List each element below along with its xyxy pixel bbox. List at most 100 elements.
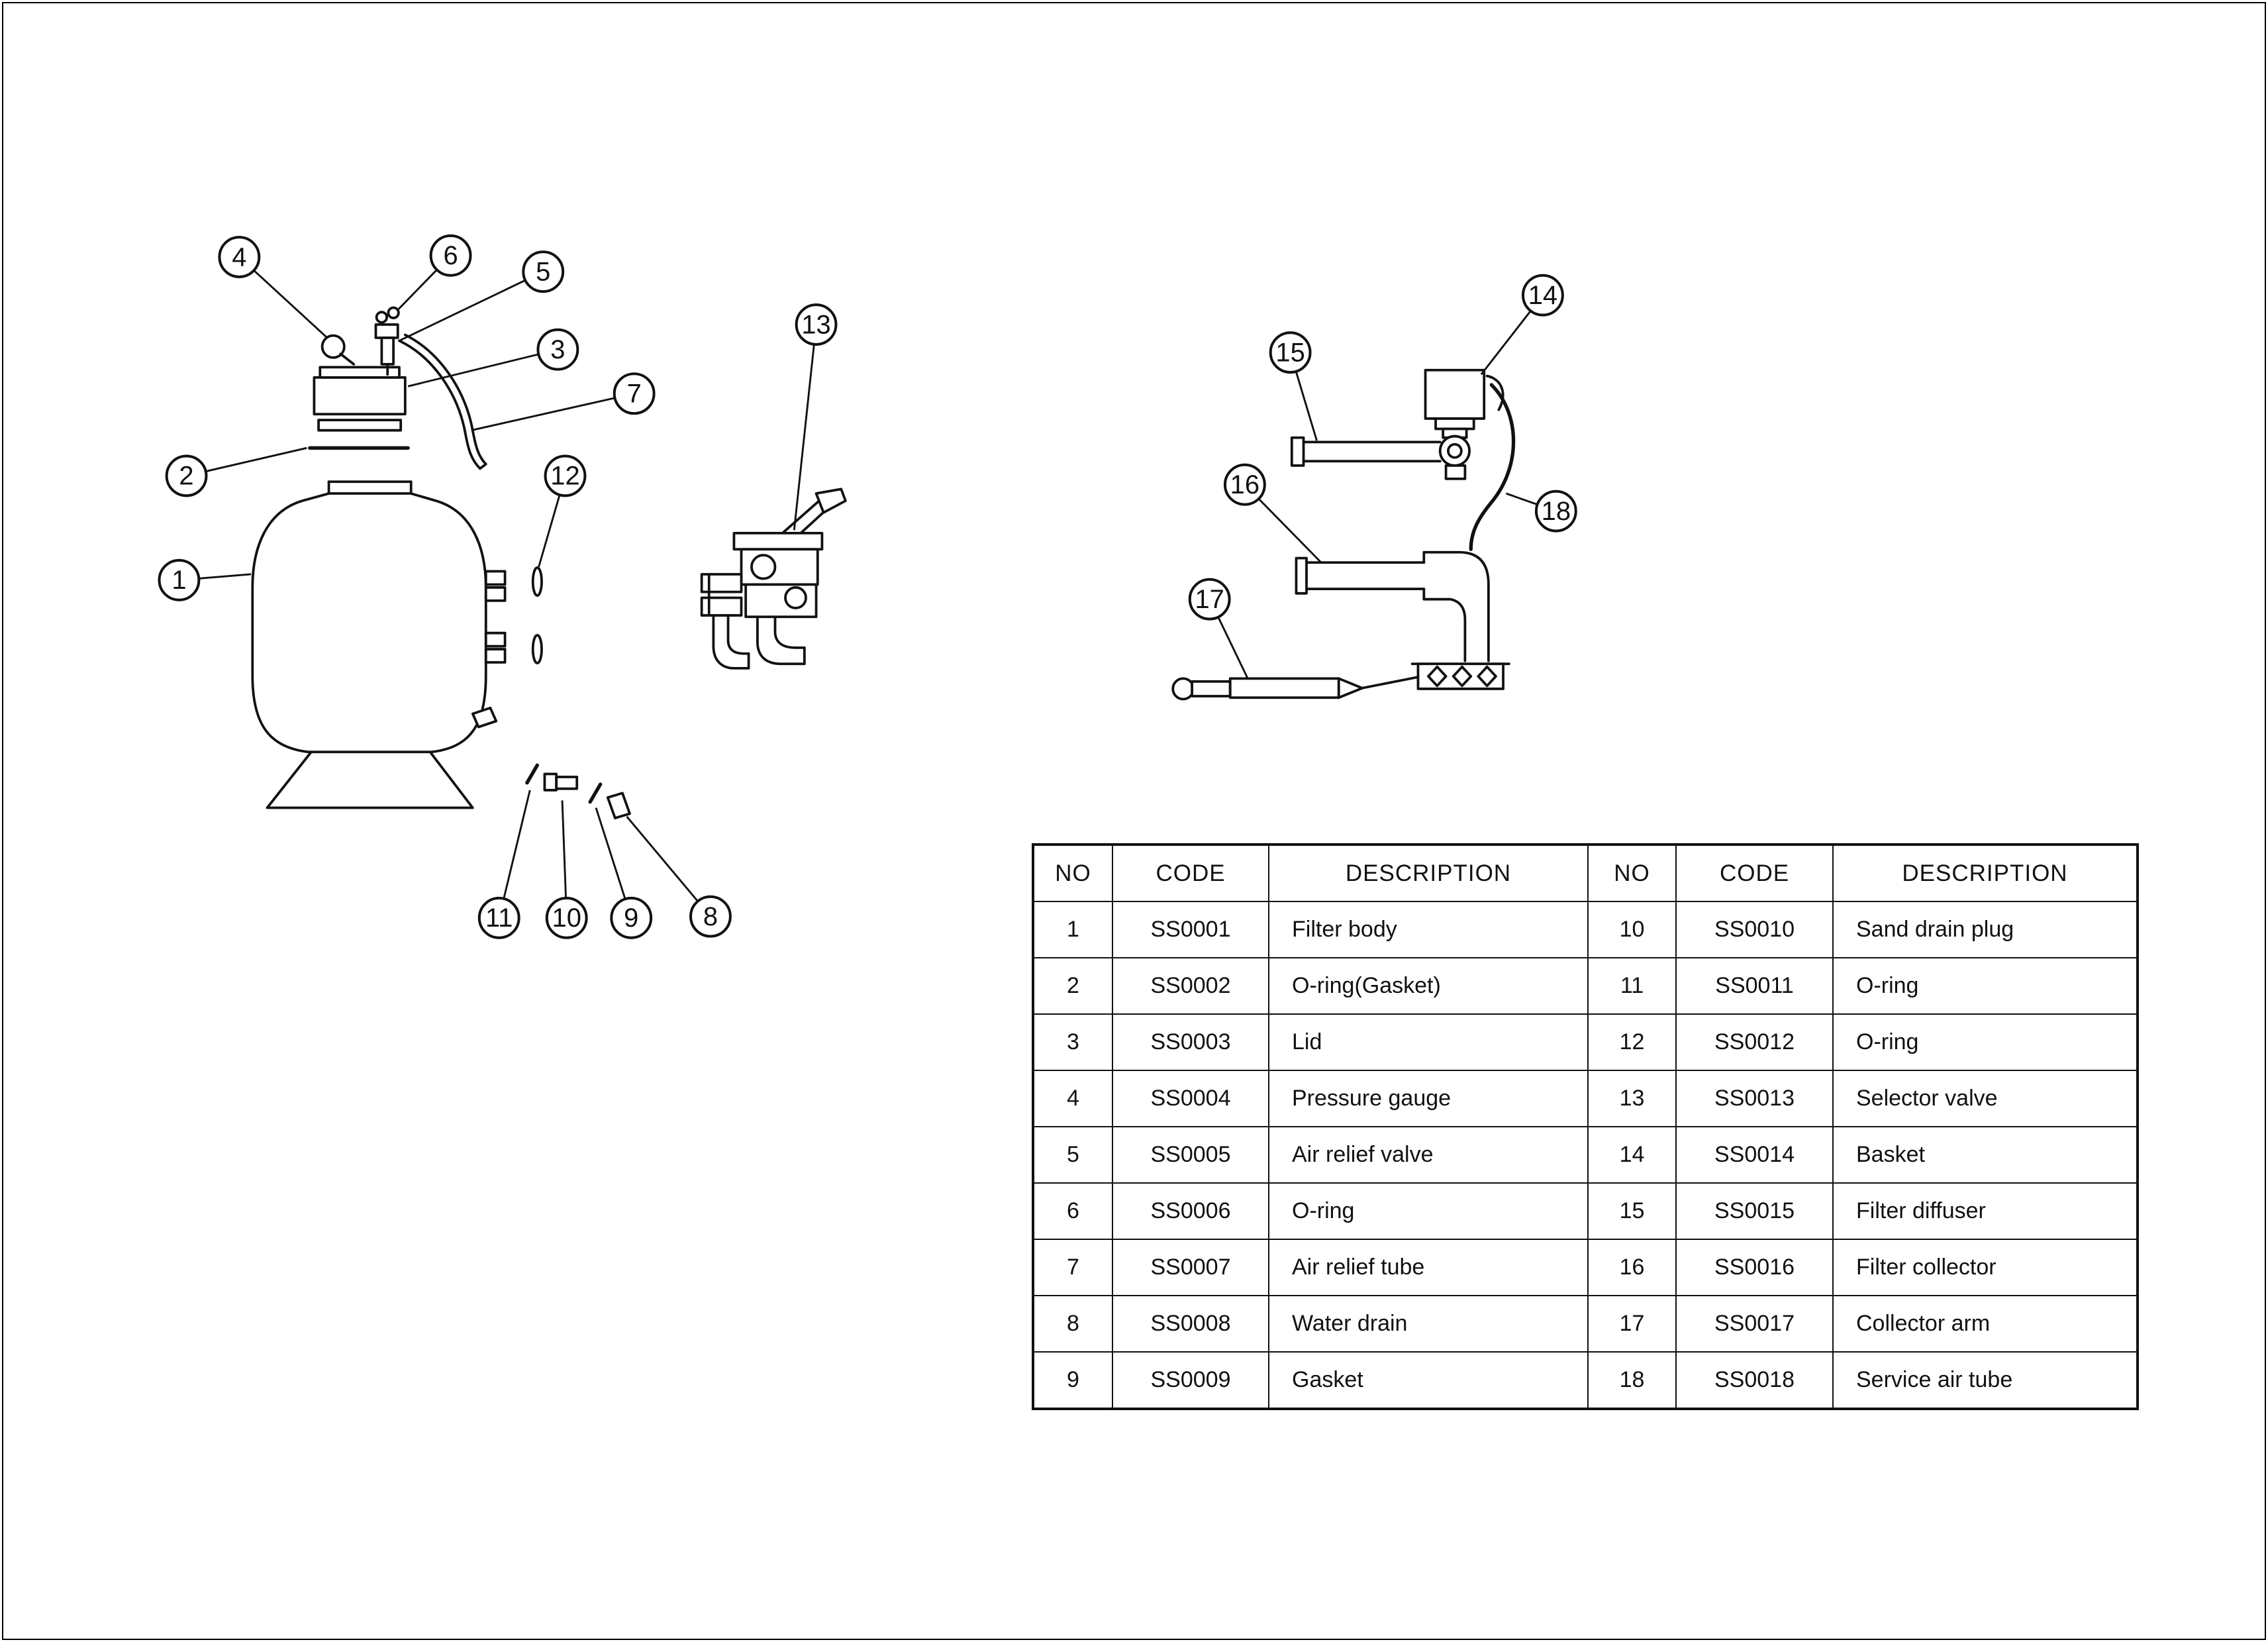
parts-table: NO CODE DESCRIPTION NO CODE DESCRIPTION … [1032,843,2139,1410]
cell-no: 4 [1032,1070,1113,1127]
cell-no: 10 [1587,901,1677,958]
cell-code: SS0006 [1112,1182,1269,1240]
cell-code: SS0008 [1112,1295,1269,1353]
cell-no: 2 [1032,957,1113,1015]
callout-15: 15 [1269,331,1312,374]
callouts: 4 6 5 3 7 2 12 1 13 14 15 [158,234,1577,939]
cell-description: Filter body [1268,901,1589,958]
cell-no: 12 [1587,1013,1677,1071]
cell-code: SS0002 [1112,957,1269,1015]
cell-description: Collector arm [1832,1295,2138,1353]
cell-description: Basket [1832,1126,2138,1184]
selector-valve-drawing [700,487,847,670]
header-description-left: DESCRIPTION [1268,844,1589,902]
table-row: 5 SS0005 Air relief valve 14 SS0014 Bask… [1032,1126,2138,1184]
header-code-right: CODE [1675,844,1834,902]
cell-no: 1 [1032,901,1113,958]
cell-description: O-ring [1832,1013,2138,1071]
cell-code: SS0003 [1112,1013,1269,1071]
air-relief-tube-drawing [398,333,487,470]
air-relief-valve-drawing [374,306,400,376]
cell-no: 3 [1032,1013,1113,1071]
cell-code: SS0011 [1675,957,1834,1015]
callout-18: 18 [1534,489,1577,533]
svg-text:2: 2 [179,462,193,491]
callout-10: 10 [545,896,588,939]
cell-code: SS0007 [1112,1239,1269,1296]
svg-text:18: 18 [1542,497,1571,526]
filter-collector-drawing [1295,550,1490,662]
svg-text:1: 1 [172,566,186,595]
table-row: 6 SS0006 O-ring 15 SS0015 Filter diffuse… [1032,1182,2138,1240]
collector-arm-drawing [1171,676,1420,701]
table-row: 4 SS0004 Pressure gauge 13 SS0013 Select… [1032,1070,2138,1127]
cell-description: Water drain [1268,1295,1589,1353]
cell-description: Filter diffuser [1832,1182,2138,1240]
svg-text:15: 15 [1275,338,1305,367]
callout-16: 16 [1223,463,1266,506]
cell-no: 14 [1587,1126,1677,1184]
cell-code: SS0012 [1675,1013,1834,1071]
cell-no: 9 [1032,1351,1113,1410]
svg-text:12: 12 [550,462,579,491]
cell-description: O-ring [1268,1182,1589,1240]
cell-description: Service air tube [1832,1351,2138,1410]
filter-diffuser-drawing [1290,436,1442,467]
table-row: 8 SS0008 Water drain 17 SS0017 Collector… [1032,1295,2138,1353]
callout-8: 8 [689,895,732,938]
header-no-left: NO [1032,844,1113,902]
svg-text:16: 16 [1230,470,1259,499]
cell-no: 7 [1032,1239,1113,1296]
cell-description: Pressure gauge [1268,1070,1589,1127]
svg-text:11: 11 [485,903,513,933]
cell-description: Selector valve [1832,1070,2138,1127]
cell-code: SS0013 [1675,1070,1834,1127]
callout-12: 12 [544,454,587,497]
cell-description: Lid [1268,1013,1589,1071]
callout-5: 5 [522,250,565,293]
callout-2: 2 [165,454,208,497]
cell-no: 18 [1587,1351,1677,1410]
table-row: 7 SS0007 Air relief tube 16 SS0016 Filte… [1032,1239,2138,1296]
table-row: 9 SS0009 Gasket 18 SS0018 Service air tu… [1032,1351,2138,1410]
callout-11: 11 [477,896,520,939]
basket-drawing [1424,368,1504,480]
header-no-right: NO [1587,844,1677,902]
cell-description: O-ring [1832,957,2138,1015]
cell-code: SS0001 [1112,901,1269,958]
cell-code: SS0004 [1112,1070,1269,1127]
svg-text:17: 17 [1195,585,1224,614]
table-row: 2 SS0002 O-ring(Gasket) 11 SS0011 O-ring [1032,957,2138,1015]
cell-no: 11 [1587,957,1677,1015]
cell-no: 17 [1587,1295,1677,1353]
svg-text:4: 4 [232,242,246,272]
cell-code: SS0010 [1675,901,1834,958]
callout-1: 1 [158,558,201,601]
cell-code: SS0018 [1675,1351,1834,1410]
callout-14: 14 [1521,274,1564,317]
callout-3: 3 [536,328,579,371]
cell-no: 15 [1587,1182,1677,1240]
cell-description: Sand drain plug [1832,901,2138,958]
internal-assembly-drawing [1171,368,1516,701]
header-description-right: DESCRIPTION [1832,844,2138,902]
svg-text:3: 3 [550,335,565,364]
svg-text:13: 13 [801,310,830,339]
cell-code: SS0014 [1675,1126,1834,1184]
cell-code: SS0017 [1675,1295,1834,1353]
cell-description: Air relief valve [1268,1126,1589,1184]
header-code-left: CODE [1112,844,1269,902]
cell-no: 6 [1032,1182,1113,1240]
cell-description: Air relief tube [1268,1239,1589,1296]
table-header-row: NO CODE DESCRIPTION NO CODE DESCRIPTION [1032,844,2138,902]
table-row: 3 SS0003 Lid 12 SS0012 O-ring [1032,1013,2138,1071]
cell-code: SS0005 [1112,1126,1269,1184]
svg-text:8: 8 [703,902,718,931]
svg-text:9: 9 [624,903,638,933]
cell-no: 5 [1032,1126,1113,1184]
cell-code: SS0015 [1675,1182,1834,1240]
filter-body-drawing [251,480,507,809]
cell-no: 16 [1587,1239,1677,1296]
service-air-tube-drawing [1469,383,1516,551]
